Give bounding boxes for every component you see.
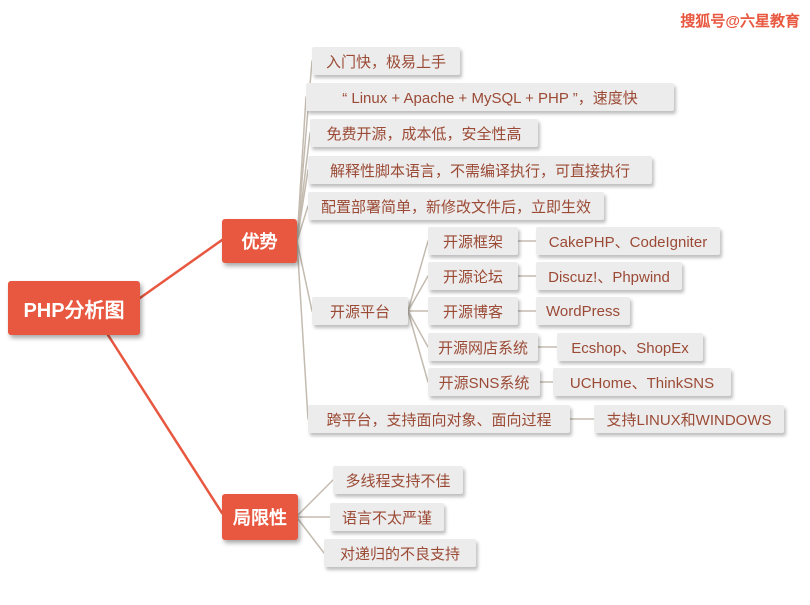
platform-framework-value[interactable]: CakePHP、CodeIgniter <box>536 227 720 255</box>
adv-item-easy-deploy[interactable]: 配置部署简单，新修改文件后，立即生效 <box>308 192 604 220</box>
adv-item-script-lang[interactable]: 解释性脚本语言，不需编译执行，可直接执行 <box>308 156 652 184</box>
adv-item-os-support[interactable]: 支持LINUX和WINDOWS <box>594 405 784 433</box>
adv-item-free-open[interactable]: 免费开源，成本低，安全性高 <box>310 119 538 147</box>
lim-item-loose-lang[interactable]: 语言不太严谨 <box>330 503 444 531</box>
platform-sns-value[interactable]: UCHome、ThinkSNS <box>553 368 731 396</box>
platform-sns-label[interactable]: 开源SNS系统 <box>428 368 540 396</box>
lim-item-recursion[interactable]: 对递归的不良支持 <box>324 539 476 567</box>
adv-item-cross-platform[interactable]: 跨平台，支持面向对象、面向过程 <box>308 405 570 433</box>
platform-shop-value[interactable]: Ecshop、ShopEx <box>557 333 703 361</box>
branch-limitations[interactable]: 局限性 <box>222 494 298 540</box>
lim-item-multithread[interactable]: 多线程支持不佳 <box>333 466 463 494</box>
root-node-php[interactable]: PHP分析图 <box>8 281 140 335</box>
watermark: 搜狐号@六星教育 <box>680 13 800 30</box>
platform-forum-value[interactable]: Discuz!、Phpwind <box>536 262 682 290</box>
adv-item-lamp-speed[interactable]: “ Linux + Apache + MySQL + PHP ”，速度快 <box>306 83 674 111</box>
branch-advantages[interactable]: 优势 <box>222 219 297 263</box>
platform-blog-label[interactable]: 开源博客 <box>428 297 518 325</box>
platform-forum-label[interactable]: 开源论坛 <box>428 262 518 290</box>
node-open-platform[interactable]: 开源平台 <box>312 297 408 325</box>
adv-item-easy-start[interactable]: 入门快，极易上手 <box>312 47 460 75</box>
platform-blog-value[interactable]: WordPress <box>536 297 630 325</box>
platform-shop-label[interactable]: 开源网店系统 <box>428 333 538 361</box>
platform-framework-label[interactable]: 开源框架 <box>428 227 518 255</box>
